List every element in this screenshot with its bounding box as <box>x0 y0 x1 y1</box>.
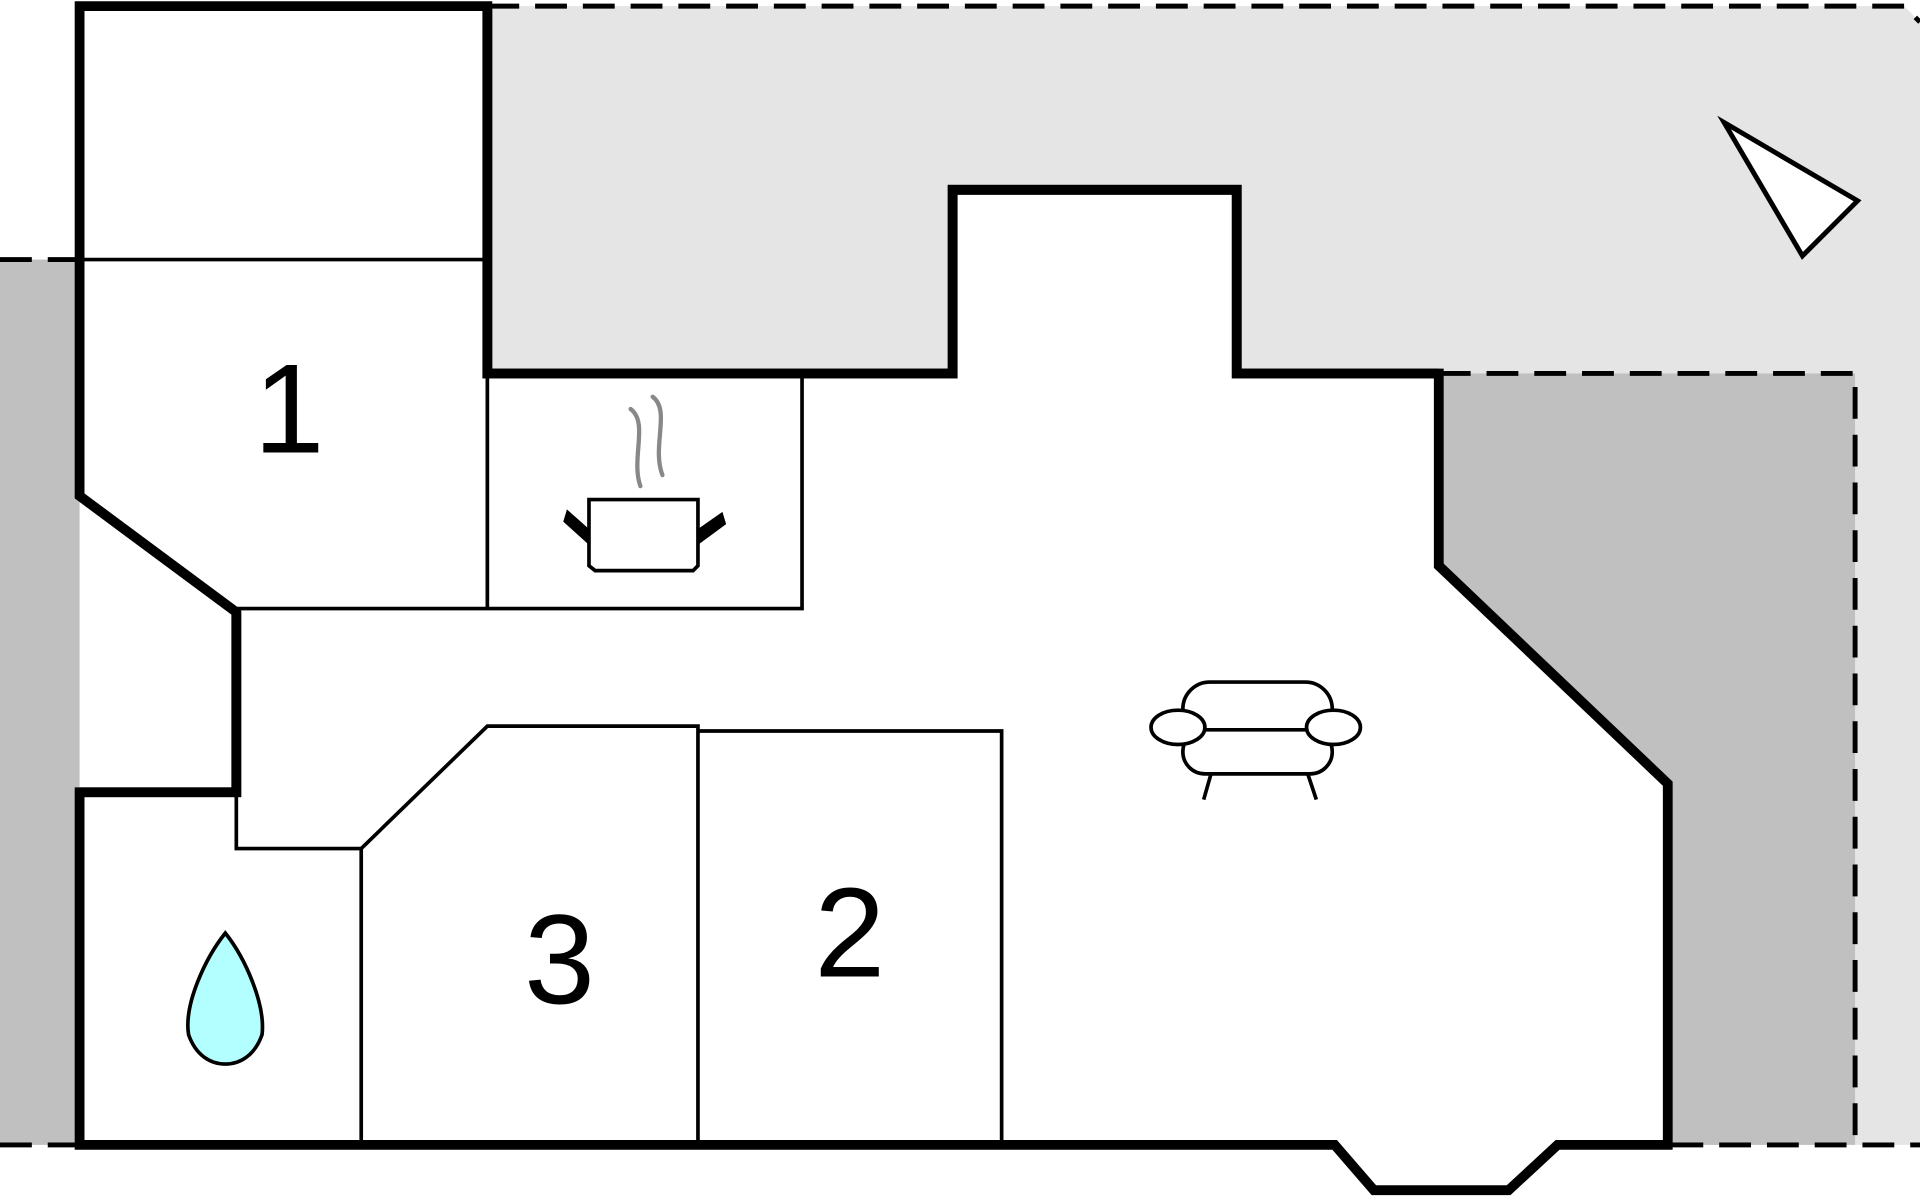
living-sofa-icon <box>1149 680 1363 801</box>
room-label-2: 2 <box>814 861 885 1003</box>
terrace-light <box>487 6 1920 1145</box>
kitchen-pot-icon <box>563 394 727 573</box>
room-label-3: 3 <box>524 888 595 1030</box>
terrace-dark-left <box>0 259 80 1145</box>
interior-walls <box>79 257 1004 1145</box>
room-label-1: 1 <box>254 337 325 479</box>
exterior-wall-top <box>482 6 1439 379</box>
exterior-wall-left <box>79 612 242 798</box>
bathroom-water-drop-icon <box>186 930 265 1066</box>
north-arrow-icon <box>1717 115 1862 260</box>
